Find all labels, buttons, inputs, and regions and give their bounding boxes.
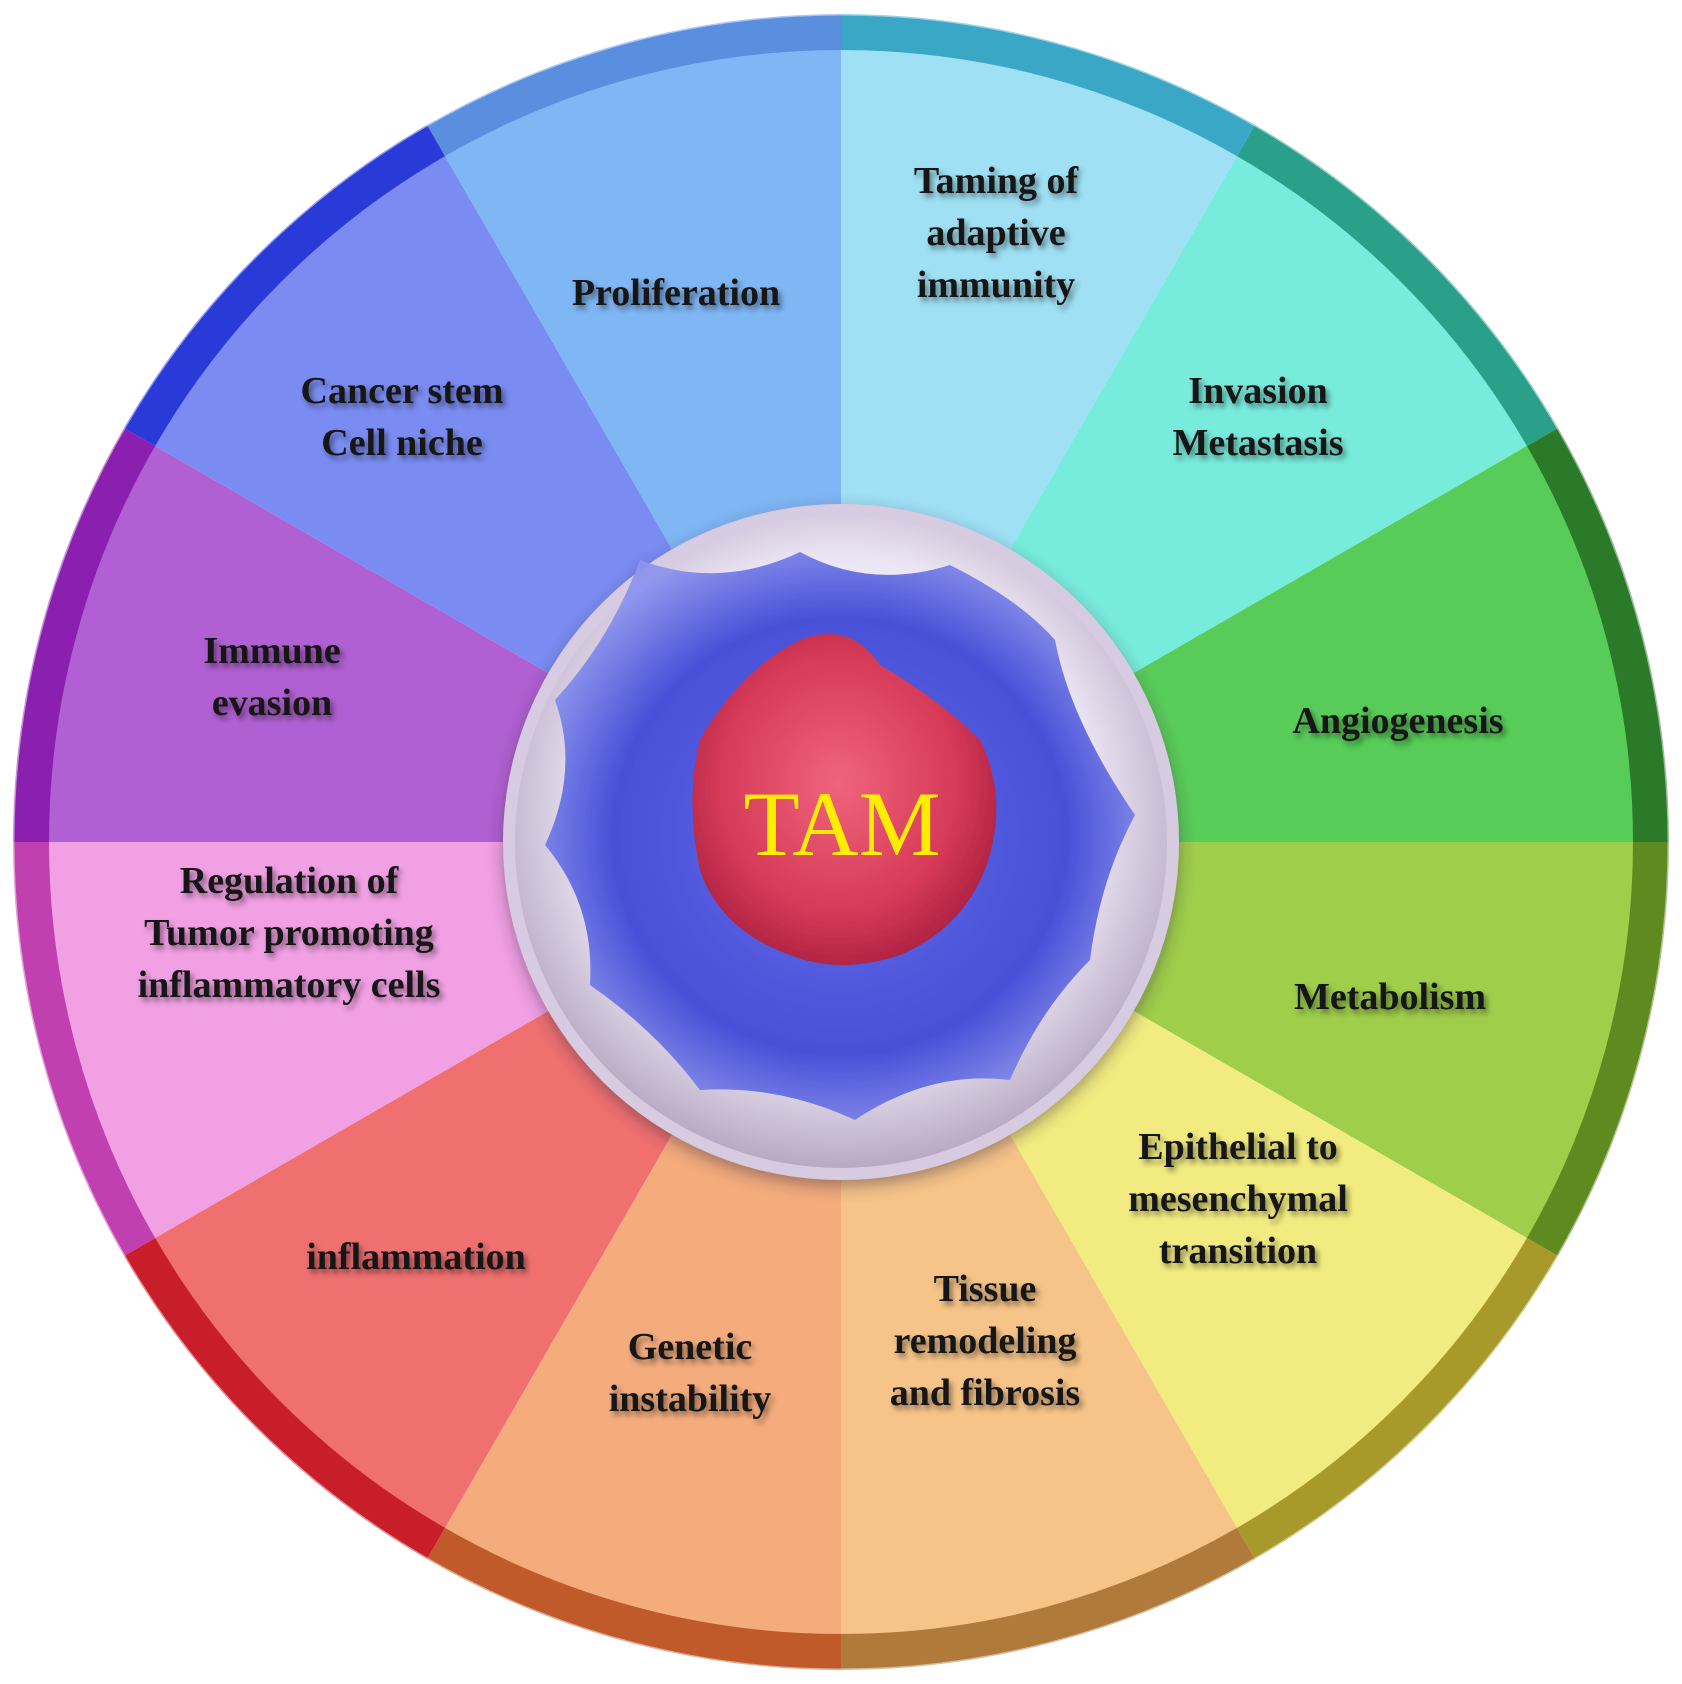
segment-label-line: immunity bbox=[917, 264, 1075, 306]
segment-wedge bbox=[841, 1101, 1237, 1634]
segment-label-line: Taming of bbox=[914, 160, 1080, 202]
segment-wedge bbox=[445, 50, 841, 583]
outer-rim bbox=[11, 12, 1671, 1672]
segment-wedge bbox=[445, 1101, 841, 1634]
rim-arc bbox=[123, 1237, 446, 1560]
segment-label: Metabolism bbox=[1294, 976, 1486, 1018]
segment-label-line: Angiogenesis bbox=[1292, 700, 1503, 742]
segment-label: Proliferation bbox=[572, 272, 780, 314]
center-label: TAM bbox=[743, 773, 940, 875]
segment-label-line: and fibrosis bbox=[890, 1372, 1080, 1414]
segment-label: Immune evasion bbox=[203, 630, 340, 724]
rim-arc bbox=[427, 1526, 841, 1670]
rim-arc bbox=[1236, 124, 1559, 447]
segment-label: Angiogenesis bbox=[1292, 700, 1503, 742]
rim-arc bbox=[13, 428, 157, 842]
segment-label-line: Metabolism bbox=[1294, 976, 1486, 1018]
segment-wedge bbox=[49, 842, 582, 1238]
segment-label: Genetic instability bbox=[609, 1326, 772, 1420]
segment-label-line: instability bbox=[609, 1378, 772, 1420]
rim-edge bbox=[11, 12, 1671, 1672]
rim-arc bbox=[1525, 428, 1669, 842]
segment-label-line: Immune bbox=[203, 630, 340, 672]
segment-wedge bbox=[1100, 842, 1633, 1238]
segment-label-line: inflammation bbox=[306, 1236, 526, 1278]
segment-wedge bbox=[1100, 446, 1633, 842]
segment-wedge bbox=[49, 446, 582, 842]
segment-label-line: inflammatory cells bbox=[138, 964, 441, 1006]
segment-label-line: Cell niche bbox=[321, 422, 482, 464]
segment-label-line: Tumor promoting bbox=[144, 912, 434, 954]
segments: Proliferation Taming of adaptive immunityIn… bbox=[49, 50, 1633, 1634]
segment-label-line: Epithelial to bbox=[1138, 1126, 1338, 1168]
rim-arc bbox=[841, 14, 1255, 158]
rim-arc bbox=[427, 14, 841, 158]
segment-label-line: Metastasis bbox=[1173, 422, 1344, 464]
segment-label-line: adaptive bbox=[926, 212, 1065, 254]
segment-label-line: Invasion bbox=[1188, 370, 1327, 412]
segment-wedge bbox=[991, 156, 1527, 692]
segment-wedge bbox=[991, 992, 1527, 1528]
segment-label-line: evasion bbox=[212, 682, 332, 724]
rim-arc bbox=[1525, 842, 1669, 1256]
segment-label: Taming of adaptive immunity bbox=[914, 160, 1080, 306]
segment-label-line: transition bbox=[1159, 1230, 1317, 1272]
segment-wedge bbox=[841, 50, 1237, 583]
segment-label: Tissue remodeling and fibrosis bbox=[890, 1268, 1080, 1414]
center-hub: TAM bbox=[503, 504, 1179, 1180]
segment-label: inflammation bbox=[306, 1236, 526, 1278]
rim-arc bbox=[12, 842, 157, 1256]
rim-arc bbox=[841, 1526, 1255, 1670]
rim-arc bbox=[123, 124, 446, 447]
segment-label-line: Cancer stem bbox=[301, 370, 504, 412]
segment-label-line: Regulation of bbox=[180, 860, 400, 902]
segment-label-line: mesenchymal bbox=[1128, 1178, 1348, 1220]
segment-label-line: remodeling bbox=[894, 1320, 1077, 1362]
segment-wedge bbox=[155, 992, 691, 1528]
segment-label-line: Proliferation bbox=[572, 272, 780, 314]
segment-label-line: Genetic bbox=[628, 1326, 753, 1368]
rim-arc bbox=[1236, 1237, 1559, 1560]
segment-label-line: Tissue bbox=[934, 1268, 1037, 1310]
nucleus bbox=[692, 633, 997, 965]
segment-label: Regulation of Tumor promoting inflammatory… bbox=[138, 860, 441, 1006]
segment-label: Epithelial to mesenchymal transition bbox=[1128, 1126, 1348, 1272]
segment-wedge bbox=[155, 156, 691, 692]
